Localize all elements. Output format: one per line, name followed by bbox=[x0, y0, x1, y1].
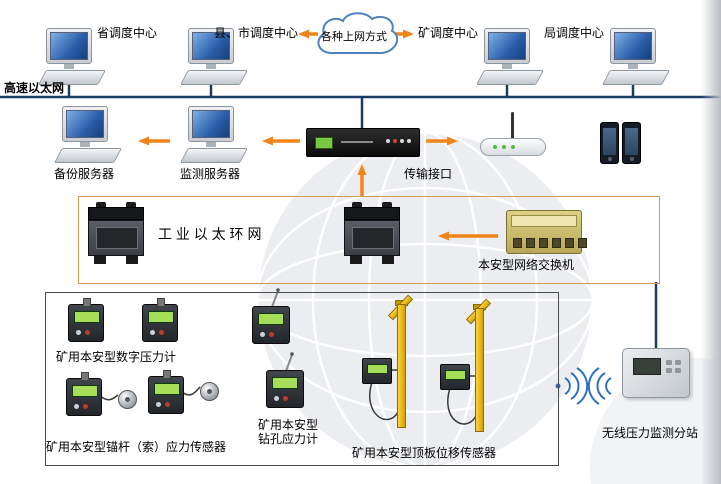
substation-display bbox=[633, 358, 661, 375]
roof-sensor-display-2 bbox=[440, 364, 470, 390]
monitor-icon bbox=[610, 28, 656, 64]
transmission-interface-device bbox=[306, 128, 420, 157]
label-roof-displacement-sensor: 矿用本安型顶板位移传感器 bbox=[352, 446, 497, 460]
label-monitor-server: 监测服务器 bbox=[180, 167, 241, 181]
bureau-center-computer bbox=[600, 28, 670, 86]
arrow-rack-to-router bbox=[426, 136, 458, 146]
arrow-cloud-to-county bbox=[298, 29, 318, 39]
sensor-group-box bbox=[45, 292, 559, 466]
monitor-icon bbox=[46, 28, 92, 64]
digital-pressure-gauge-device bbox=[68, 298, 104, 342]
borehole-stress-gauge-device bbox=[266, 370, 304, 408]
digital-pressure-gauge-device bbox=[252, 306, 290, 344]
keyboard-icon bbox=[54, 148, 122, 163]
internet-cloud-icon: 各种上网方式 bbox=[310, 9, 398, 61]
router-antenna bbox=[511, 112, 514, 139]
router-leds bbox=[493, 145, 515, 149]
anchor-gauge-head bbox=[200, 382, 219, 401]
rack-display bbox=[315, 137, 333, 149]
ring-node-device bbox=[344, 202, 400, 264]
label-ethernet: 高速以太网 bbox=[4, 81, 65, 95]
anchor-stress-sensor-device bbox=[148, 370, 184, 414]
arrow-rack-to-monitor bbox=[262, 136, 300, 146]
arrow-monitor-to-backup bbox=[138, 136, 170, 146]
wireless-signal-icon bbox=[555, 367, 612, 405]
label-province-center: 省调度中心 bbox=[97, 26, 158, 40]
label-borehole-line2: 钻孔应力计 bbox=[257, 432, 318, 446]
backup-server-computer bbox=[52, 106, 122, 164]
safe-network-switch-device bbox=[506, 210, 587, 254]
pole-cable-2 bbox=[447, 387, 477, 425]
keyboard-icon bbox=[602, 70, 670, 85]
label-bureau-center: 局调度中心 bbox=[544, 26, 605, 40]
county-center-computer bbox=[178, 28, 248, 86]
label-county-center: 县、市调度中心 bbox=[214, 26, 299, 40]
mobile-phone-icon bbox=[600, 122, 619, 164]
label-wireless-substation: 无线压力监测分站 bbox=[602, 426, 699, 440]
pole-cable-1 bbox=[369, 381, 399, 421]
label-mine-center: 矿调度中心 bbox=[418, 26, 479, 40]
anchor-stress-sensor-device bbox=[66, 372, 102, 416]
label-anchor-stress-sensor: 矿用本安型锚杆（索）应力传感器 bbox=[46, 440, 227, 454]
keyboard-icon bbox=[476, 70, 544, 85]
right-edge-shading bbox=[701, 0, 721, 484]
sensor-probes bbox=[271, 288, 294, 372]
label-transmission-interface: 传输接口 bbox=[404, 167, 453, 181]
monitor-icon bbox=[484, 28, 530, 64]
label-backup-server: 备份服务器 bbox=[54, 167, 115, 181]
mobile-phone-icon bbox=[622, 122, 641, 164]
province-center-computer bbox=[36, 28, 106, 86]
wireless-router-icon bbox=[480, 112, 546, 160]
ring-node-device bbox=[88, 202, 144, 264]
industrial-ring-box bbox=[78, 196, 660, 284]
label-borehole-gauge: 矿用本安型 钻孔应力计 bbox=[246, 418, 330, 446]
label-borehole-line1: 矿用本安型 bbox=[257, 418, 318, 432]
orange-arrows bbox=[138, 29, 498, 241]
substation-buttons bbox=[666, 360, 682, 373]
roof-sensor-display-1 bbox=[362, 358, 392, 384]
network-lines bbox=[0, 82, 721, 350]
switch-ports bbox=[513, 238, 587, 248]
keyboard-icon bbox=[180, 70, 248, 85]
wireless-substation-device bbox=[622, 348, 690, 398]
roof-displacement-pole-2 bbox=[475, 308, 484, 432]
monitor-server-computer bbox=[178, 106, 248, 164]
roof-displacement-pole-1 bbox=[397, 304, 406, 428]
monitor-icon bbox=[62, 106, 108, 142]
arrow-switch-to-ring-device bbox=[438, 231, 498, 241]
anchor-gauge-head bbox=[118, 390, 137, 409]
mine-center-computer bbox=[474, 28, 544, 86]
keyboard-icon bbox=[180, 148, 248, 163]
rack-leds bbox=[386, 139, 411, 143]
monitor-icon bbox=[188, 106, 234, 142]
digital-pressure-gauge-device bbox=[142, 298, 178, 342]
cloud-label: 各种上网方式 bbox=[321, 31, 387, 43]
arrow-ring-to-rack bbox=[357, 164, 367, 196]
label-digital-pressure-gauge: 矿用本安型数字压力计 bbox=[56, 350, 177, 364]
label-safe-network-switch: 本安型网络交换机 bbox=[478, 258, 575, 272]
monitor-icon bbox=[188, 28, 234, 64]
label-ring-network: 工 业 以 太 环 网 bbox=[158, 226, 262, 242]
